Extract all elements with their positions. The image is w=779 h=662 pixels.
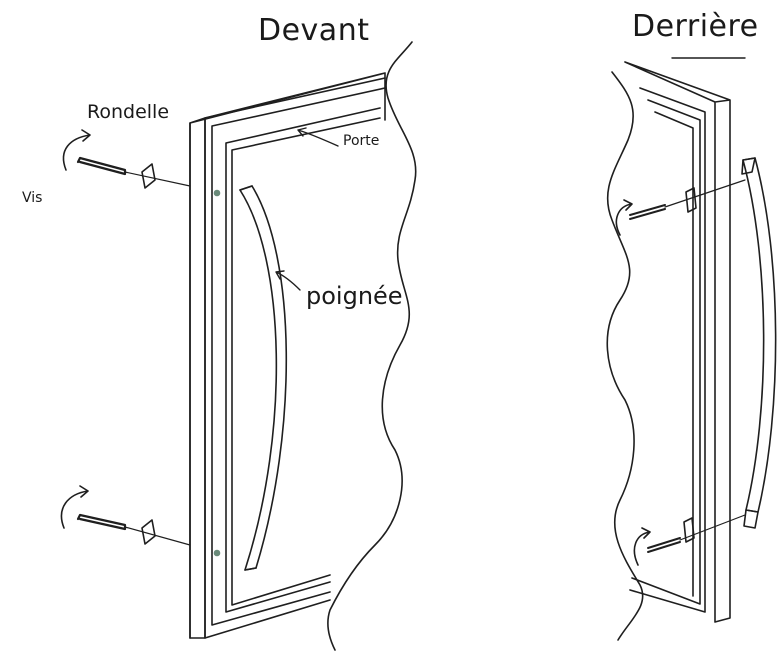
back-handle xyxy=(742,157,777,513)
front-top-screw-axis xyxy=(124,171,191,187)
handle-label: poignée xyxy=(306,282,403,310)
front-cutoff-edge xyxy=(327,41,417,651)
door-leader-line xyxy=(297,127,339,147)
back-top-screw-axis xyxy=(664,179,746,208)
front-top-washer-icon xyxy=(141,163,156,189)
back-bottom-washer-icon xyxy=(683,517,695,543)
front-hole-bottom xyxy=(213,549,221,557)
handle-leader-line xyxy=(275,270,301,291)
back-top-screw-icon xyxy=(629,204,666,220)
back-handle-cap-bottom xyxy=(743,509,759,529)
back-top-screw-assembly xyxy=(615,179,746,236)
back-top-washer-icon xyxy=(685,187,697,213)
front-handle-cap-bottom xyxy=(244,567,257,571)
back-door-frame xyxy=(629,87,706,613)
back-bottom-screw-axis xyxy=(679,514,746,541)
front-top-rotation-arrow-icon xyxy=(62,129,91,171)
front-handle xyxy=(239,185,288,571)
back-view xyxy=(606,57,777,641)
front-bottom-screw-axis xyxy=(124,526,191,546)
front-view xyxy=(60,41,417,651)
back-cutoff-edge xyxy=(606,71,644,641)
washer-label: Rondelle xyxy=(87,101,170,123)
screw-label: Vis xyxy=(22,190,43,206)
back-bottom-rotation-arrow-icon xyxy=(633,527,651,566)
back-top-rotation-arrow-icon xyxy=(615,199,633,236)
back-door-outer xyxy=(624,61,731,623)
back-handle-cap-top xyxy=(741,157,756,175)
back-bottom-screw-icon xyxy=(647,537,681,553)
back-bottom-screw-assembly xyxy=(633,514,746,566)
front-bottom-rotation-arrow-icon xyxy=(60,485,89,529)
front-top-screw-icon xyxy=(76,156,127,176)
front-bottom-washer-icon xyxy=(141,519,156,545)
front-handle-cap-top xyxy=(239,185,253,191)
front-door-edge xyxy=(189,117,206,639)
front-bottom-screw-assembly xyxy=(60,485,191,546)
front-view-title: Devant xyxy=(258,13,370,48)
front-top-screw-assembly xyxy=(62,129,191,189)
back-view-title: Derrière xyxy=(632,9,759,44)
front-door-frame xyxy=(204,77,386,626)
door-label: Porte xyxy=(343,133,380,149)
front-bottom-screw-icon xyxy=(76,513,127,531)
front-hole-top xyxy=(213,189,221,197)
